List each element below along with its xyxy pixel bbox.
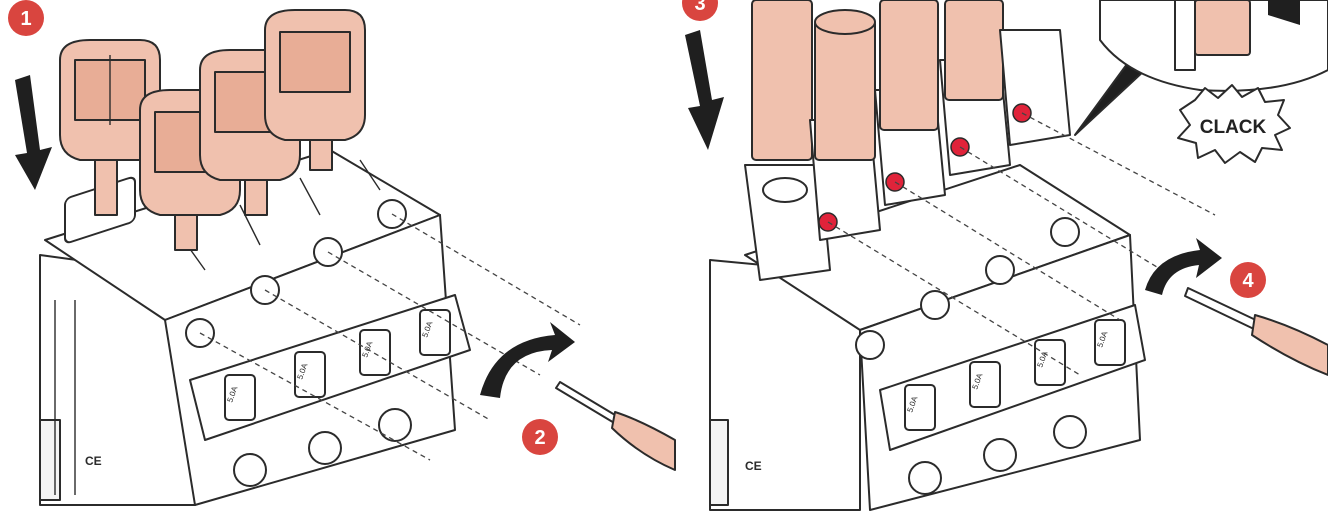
- adapter-left-1: [59, 39, 161, 216]
- step-badge-1: 1: [8, 0, 44, 36]
- adapter-left-4: [264, 9, 366, 171]
- adapter-right-3: [874, 0, 946, 206]
- terminal-row-right: [855, 217, 1080, 360]
- ce-mark-right: CE: [745, 459, 762, 473]
- screwdriver-right: [1184, 287, 1328, 376]
- screw-alignment-lines-right: [827, 112, 1216, 376]
- adapter-right-5: [999, 29, 1071, 146]
- adapter-right-4: [939, 0, 1011, 176]
- right-panel: 5.0A 5.0A 5.0A 5.0A CE: [682, 0, 1328, 511]
- breaker-handles-right: 5.0A 5.0A 5.0A 5.0A: [904, 319, 1126, 431]
- adapter-right-1: [744, 0, 831, 281]
- rotate-arrow-right: [1145, 238, 1222, 295]
- adapter-right-2: [809, 9, 881, 241]
- ce-mark-left: CE: [85, 454, 102, 468]
- screwdriver-left: [555, 381, 676, 471]
- rotate-arrow-left: [480, 322, 575, 398]
- step-badge-4: 4: [1230, 262, 1266, 298]
- circuit-breaker-right: 5.0A 5.0A 5.0A 5.0A CE: [709, 164, 1146, 511]
- step-number-3: 3: [694, 0, 705, 15]
- push-down-arrow-right: [685, 30, 724, 150]
- clack-callout: [1074, 0, 1328, 136]
- clack-sound-text: CLACK: [1200, 117, 1267, 138]
- step-number-2: 2: [534, 427, 545, 449]
- step-number-1: 1: [20, 8, 31, 30]
- adapter-set-right: [744, 0, 1071, 281]
- push-down-arrow-left: [15, 75, 52, 190]
- step-number-4: 4: [1242, 270, 1254, 292]
- step-badge-3: 3: [682, 0, 718, 21]
- screw-alignment-lines-left: [199, 213, 581, 461]
- left-panel: 5.0A 5.0A 5.0A 5.0A CE: [8, 0, 676, 506]
- adapter-set-left: [59, 9, 366, 251]
- step-badge-2: 2: [522, 419, 558, 455]
- clack-burst: CLACK: [1177, 84, 1291, 164]
- breaker-handles-left: 5.0A 5.0A 5.0A 5.0A: [224, 309, 451, 421]
